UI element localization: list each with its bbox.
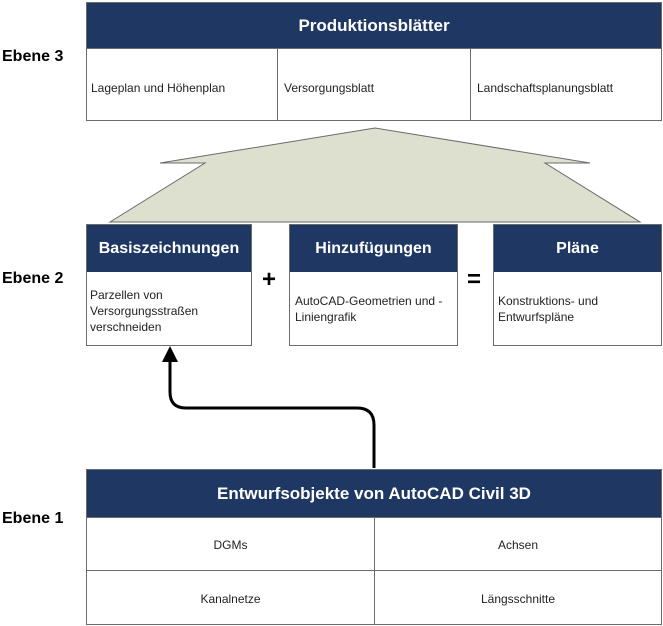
big-up-arrow xyxy=(108,127,642,223)
divider xyxy=(87,48,661,49)
level-3-label: Ebene 3 xyxy=(2,48,64,65)
additions-box: Hinzufügungen AutoCAD-Geometrien und -Li… xyxy=(289,224,458,346)
level-2-label: Ebene 2 xyxy=(2,270,64,287)
base-drawings-box: Basiszeichnungen Parzellen von Versorgun… xyxy=(86,224,252,346)
plans-text: Konstruktions- und Entwurfspläne xyxy=(498,294,599,324)
production-sheets-box: Produktionsblätter Lageplan und Höhenpla… xyxy=(86,2,662,121)
design-object-profiles: Längsschnitte xyxy=(480,592,556,606)
plus-sign: + xyxy=(262,266,277,293)
divider xyxy=(470,48,471,120)
additions-title: Hinzufügungen xyxy=(290,225,457,272)
production-cell-utility-sheet: Versorgungsblatt xyxy=(284,81,375,95)
design-object-dgms: DGMs xyxy=(213,538,248,552)
design-object-alignments: Achsen xyxy=(497,538,539,552)
divider xyxy=(277,48,278,120)
base-drawings-text: Parzellen von Versorgungsstraßen verschn… xyxy=(90,288,199,334)
connector-arrow-line xyxy=(168,360,376,468)
production-cell-landscape-sheet: Landschaftsplanungsblatt xyxy=(477,81,614,95)
base-drawings-title: Basiszeichnungen xyxy=(87,225,251,272)
additions-text: AutoCAD-Geometrien und -Liniengrafik xyxy=(295,294,443,324)
production-sheets-title: Produktionsblätter xyxy=(87,3,661,48)
production-cell-site-plan: Lageplan und Höhenplan xyxy=(91,81,226,95)
design-object-pipe-networks: Kanalnetze xyxy=(200,592,261,606)
divider xyxy=(374,517,375,624)
level-1-label: Ebene 1 xyxy=(2,510,64,527)
plans-box: Pläne Konstruktions- und Entwurfspläne xyxy=(493,224,662,346)
plans-title: Pläne xyxy=(494,225,661,272)
equals-sign: = xyxy=(467,266,482,293)
connector-arrow-head xyxy=(162,346,178,362)
design-objects-title: Entwurfsobjekte von AutoCAD Civil 3D xyxy=(87,470,661,517)
design-objects-box: Entwurfsobjekte von AutoCAD Civil 3D DGM… xyxy=(86,469,662,625)
